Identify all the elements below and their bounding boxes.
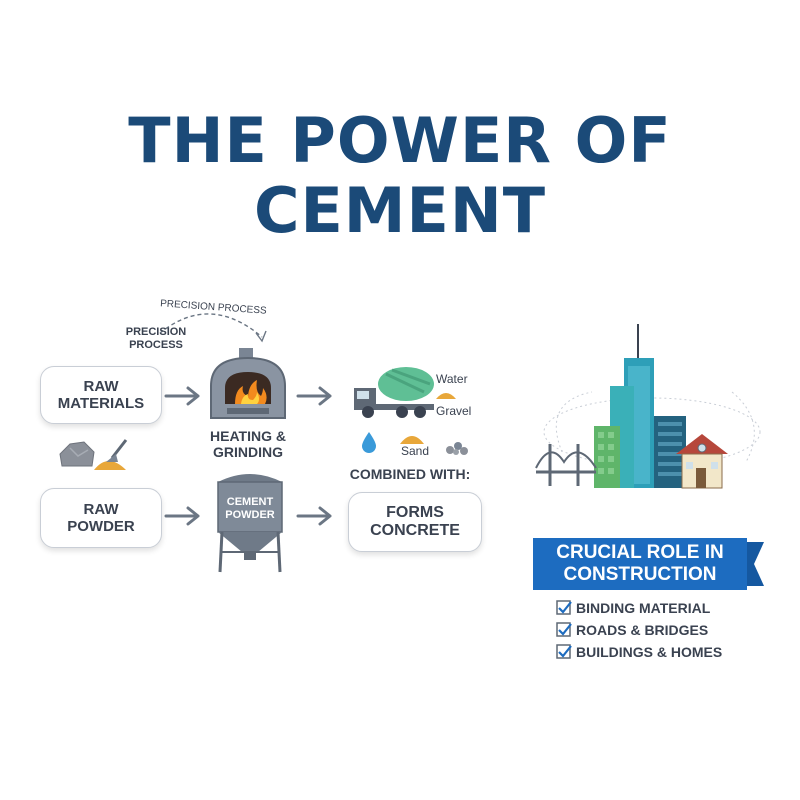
silo-label: CEMENT POWDER [225, 496, 275, 521]
precision-process-label: PRECISION PROCESS [125, 326, 187, 351]
list-item: BUILDINGS & HOMES [556, 644, 722, 660]
gravel-label: Gravel [436, 404, 472, 418]
rocks-icon [59, 441, 95, 467]
construction-banner: CRUCIAL ROLE IN CONSTRUCTION [533, 538, 747, 590]
shovel-sand-icon [94, 439, 128, 470]
precision-arc-arrow [159, 313, 267, 343]
sand-pile-icon [400, 436, 424, 444]
check-icon [556, 644, 572, 659]
gravel-icon [446, 442, 468, 455]
bridge-icon [535, 444, 597, 486]
sand-pile-icon [436, 393, 456, 399]
list-item: ROADS & BRIDGES [556, 622, 708, 638]
furnace-icon [210, 348, 286, 419]
mixer-truck-icon [354, 367, 434, 418]
combined-with-label: COMBINED WITH: [349, 466, 471, 482]
raw-powder-box: RAW POWDER [40, 488, 162, 548]
house-icon [676, 434, 728, 489]
city-skyline-icon [535, 324, 761, 489]
arrow-right-icon [296, 506, 332, 526]
sand-label: Sand [401, 444, 430, 458]
water-label: Water [436, 372, 468, 386]
check-icon [556, 622, 572, 637]
forms-concrete-box: FORMS CONCRETE [348, 492, 482, 552]
raw-materials-box: RAW MATERIALS [40, 366, 162, 424]
arrow-right-icon [164, 386, 200, 406]
list-item: BINDING MATERIAL [556, 600, 710, 616]
heating-grinding-label: HEATING & GRINDING [210, 428, 286, 461]
silo-icon [217, 474, 283, 573]
page-title-line-1: THE POWER OF [128, 104, 672, 177]
page-title-line-2: CEMENT [253, 174, 547, 247]
water-drop-icon [362, 432, 376, 453]
arrow-right-icon [164, 506, 200, 526]
check-icon [556, 600, 572, 615]
arrow-right-icon [296, 386, 332, 406]
